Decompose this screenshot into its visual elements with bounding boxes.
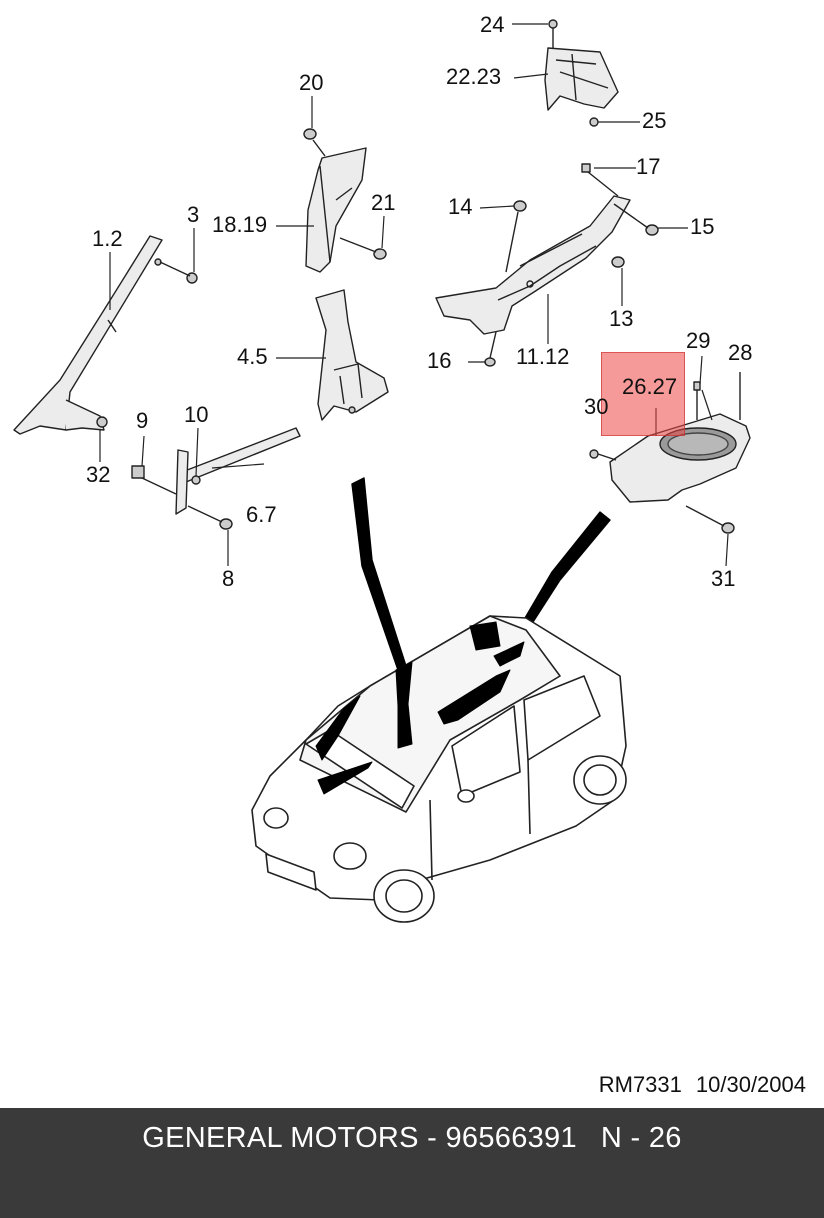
reference-date: 10/30/2004 [695, 1072, 806, 1097]
reference-code: RM7331 [598, 1072, 682, 1097]
car-illustration [251, 615, 627, 923]
callout-10: 10 [184, 402, 209, 427]
callout-3: 3 [187, 202, 200, 227]
callout-13: 13 [609, 306, 634, 331]
car-highlighted-trim [315, 621, 525, 795]
callout-11-12: 11.12 [516, 344, 570, 369]
callout-16: 16 [427, 348, 452, 373]
callout-17: 17 [636, 154, 661, 179]
callout-26-27: 26.27 [622, 374, 678, 399]
leader-lines [99, 23, 729, 567]
part-rear-speaker-panel [589, 372, 751, 534]
diagram-reference: RM7331 10/30/2004 [585, 1072, 806, 1098]
callout-25: 25 [642, 108, 667, 133]
callout-20: 20 [299, 70, 324, 95]
callout-31: 31 [711, 566, 736, 591]
callout-32: 32 [86, 462, 111, 487]
footer-text: GENERAL MOTORS - 96566391 N - 26 [0, 1122, 824, 1155]
callout-4-5: 4.5 [237, 344, 268, 369]
part-rear-quarter-trim [435, 163, 659, 367]
parts-diagram [13, 19, 751, 923]
part-door-sill-plate [131, 427, 301, 530]
part-front-pillar-trim [13, 235, 198, 435]
callout-28: 28 [728, 340, 753, 365]
part-rear-pillar-upper-trim [544, 19, 619, 127]
callout-6-7: 6.7 [246, 502, 277, 527]
callout-1-2: 1.2 [92, 226, 123, 251]
callout-8: 8 [222, 566, 235, 591]
callout-21: 21 [371, 190, 396, 215]
part-pillar-trim-upper [303, 128, 387, 273]
part-center-pillar-trim [315, 289, 389, 421]
callout-24: 24 [480, 12, 505, 37]
callout-30: 30 [584, 394, 609, 419]
callout-18-19: 18.19 [212, 212, 268, 237]
callout-14: 14 [448, 194, 473, 219]
callout-9: 9 [136, 408, 149, 433]
callout-29: 29 [686, 328, 711, 353]
callout-22-23: 22.23 [446, 64, 502, 89]
footer-page-ref: N - 26 [600, 1122, 682, 1154]
callout-15: 15 [690, 214, 715, 239]
footer-brand-part-number: GENERAL MOTORS - 96566391 [142, 1122, 577, 1154]
footer-bar: GENERAL MOTORS - 96566391 N - 26 [0, 1108, 824, 1218]
highlighted-part-marker [601, 352, 685, 436]
